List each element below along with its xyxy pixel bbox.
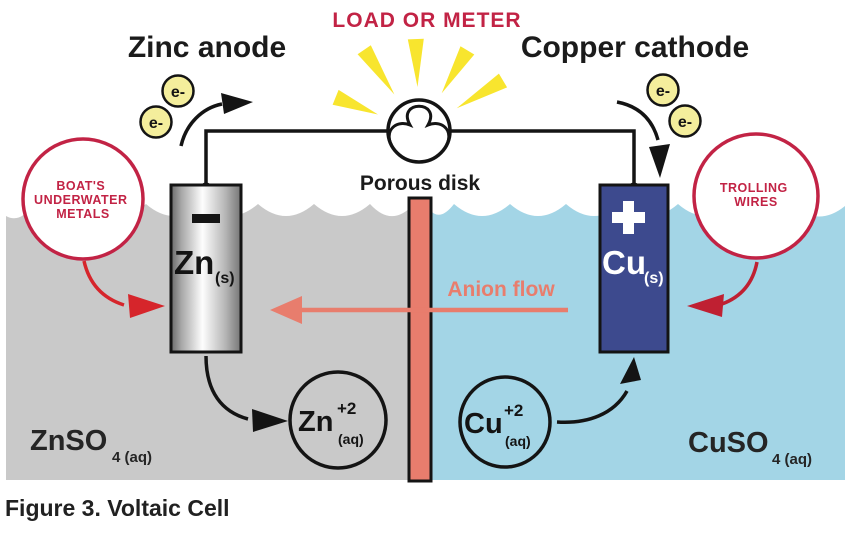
cu-ion-symbol: Cu [464,408,503,440]
light-ray [456,73,508,109]
cu-ion-state: (aq) [505,433,531,449]
trolling-arrowhead [687,294,724,317]
light-ray [407,38,424,87]
zinc-electrode-label: Zn (s) [174,244,235,287]
trolling-arrow-curve [721,261,759,306]
minus-sign [192,214,220,223]
zn-ion-circle [288,370,388,470]
boats-line-3: METALS [56,207,109,221]
electron-icon [668,104,702,138]
cu-symbol: Cu [602,244,646,281]
copper-ion-arrow-curve [556,390,629,424]
trolling-line-1: TROLLING [720,181,788,195]
load-or-meter-label: LOAD OR METER [332,9,521,32]
zinc-anode-heading: Zinc anode [128,31,286,64]
cu-state: (s) [644,270,664,287]
electron-label: e- [678,114,692,131]
electron-arrow-right-head [649,144,670,178]
electron-label: e- [171,84,185,101]
plus-sign [612,201,645,234]
electron-icon [161,74,195,108]
zn-ion-state: (aq) [338,431,364,447]
electron-label: e- [656,83,670,100]
electron-badges: e- e- e- e- [139,73,702,139]
zn-symbol: Zn [174,244,214,281]
znso4-subscript: 4 (aq) [112,449,152,466]
cuso4-label: CuSO 4 (aq) [688,427,812,468]
znso4-formula: ZnSO [30,425,107,457]
zn-ion-charge: +2 [337,399,356,418]
zinc-ion-arrowhead [252,409,288,432]
boats-arrowhead [128,294,165,318]
electron-arrow-right-curve [616,100,660,141]
copper-electrode [598,183,670,354]
zn-ion-label: Zn +2 (aq) [298,399,364,447]
cuso4-formula: CuSO [688,427,769,459]
light-bulb-icon [386,98,452,164]
porous-disk-label: Porous disk [360,172,481,195]
trolling-line-2: WIRES [734,195,777,209]
boats-underwater-metals-circle [21,137,145,261]
zinc-ion-arrow-curve [204,355,249,421]
light-rays [332,38,508,115]
trolling-circle-label: TROLLING WIRES [720,179,792,209]
light-ray [332,89,378,115]
copper-electrode-label: Cu (s) [602,244,664,287]
cuso4-subscript: 4 (aq) [772,451,812,468]
boats-line-2: UNDERWATER [34,193,127,207]
light-ray [441,46,475,94]
electron-icon [139,105,173,139]
figure-caption: Figure 3. Voltaic Cell [5,495,230,521]
zn-ion-symbol: Zn [298,406,333,438]
znso4-label: ZnSO 4 (aq) [30,425,152,466]
zinc-electrode [169,183,243,354]
boats-circle-label: BOAT'S UNDERWATER METALS [34,177,132,221]
copper-ion-arrowhead [620,357,641,384]
cu-ion-circle [458,375,552,469]
cu-ion-label: Cu +2 (aq) [464,401,531,449]
porous-disk-bar [407,196,433,483]
copper-cathode-heading: Copper cathode [521,31,749,64]
boats-line-1: BOAT'S [56,179,105,193]
anion-flow-arrowhead [270,296,302,324]
trolling-wires-circle [692,132,820,260]
bulb-filament-icon [387,104,451,144]
cu-ion-charge: +2 [504,401,523,420]
electron-label: e- [149,115,163,132]
zn-state: (s) [215,270,235,287]
electron-arrow-left-head [221,93,253,114]
boats-arrow-curve [82,260,125,307]
electron-arrow-left-curve [179,102,223,147]
electron-icon [646,73,680,107]
light-ray [357,45,395,95]
anion-flow-label: Anion flow [447,278,555,301]
